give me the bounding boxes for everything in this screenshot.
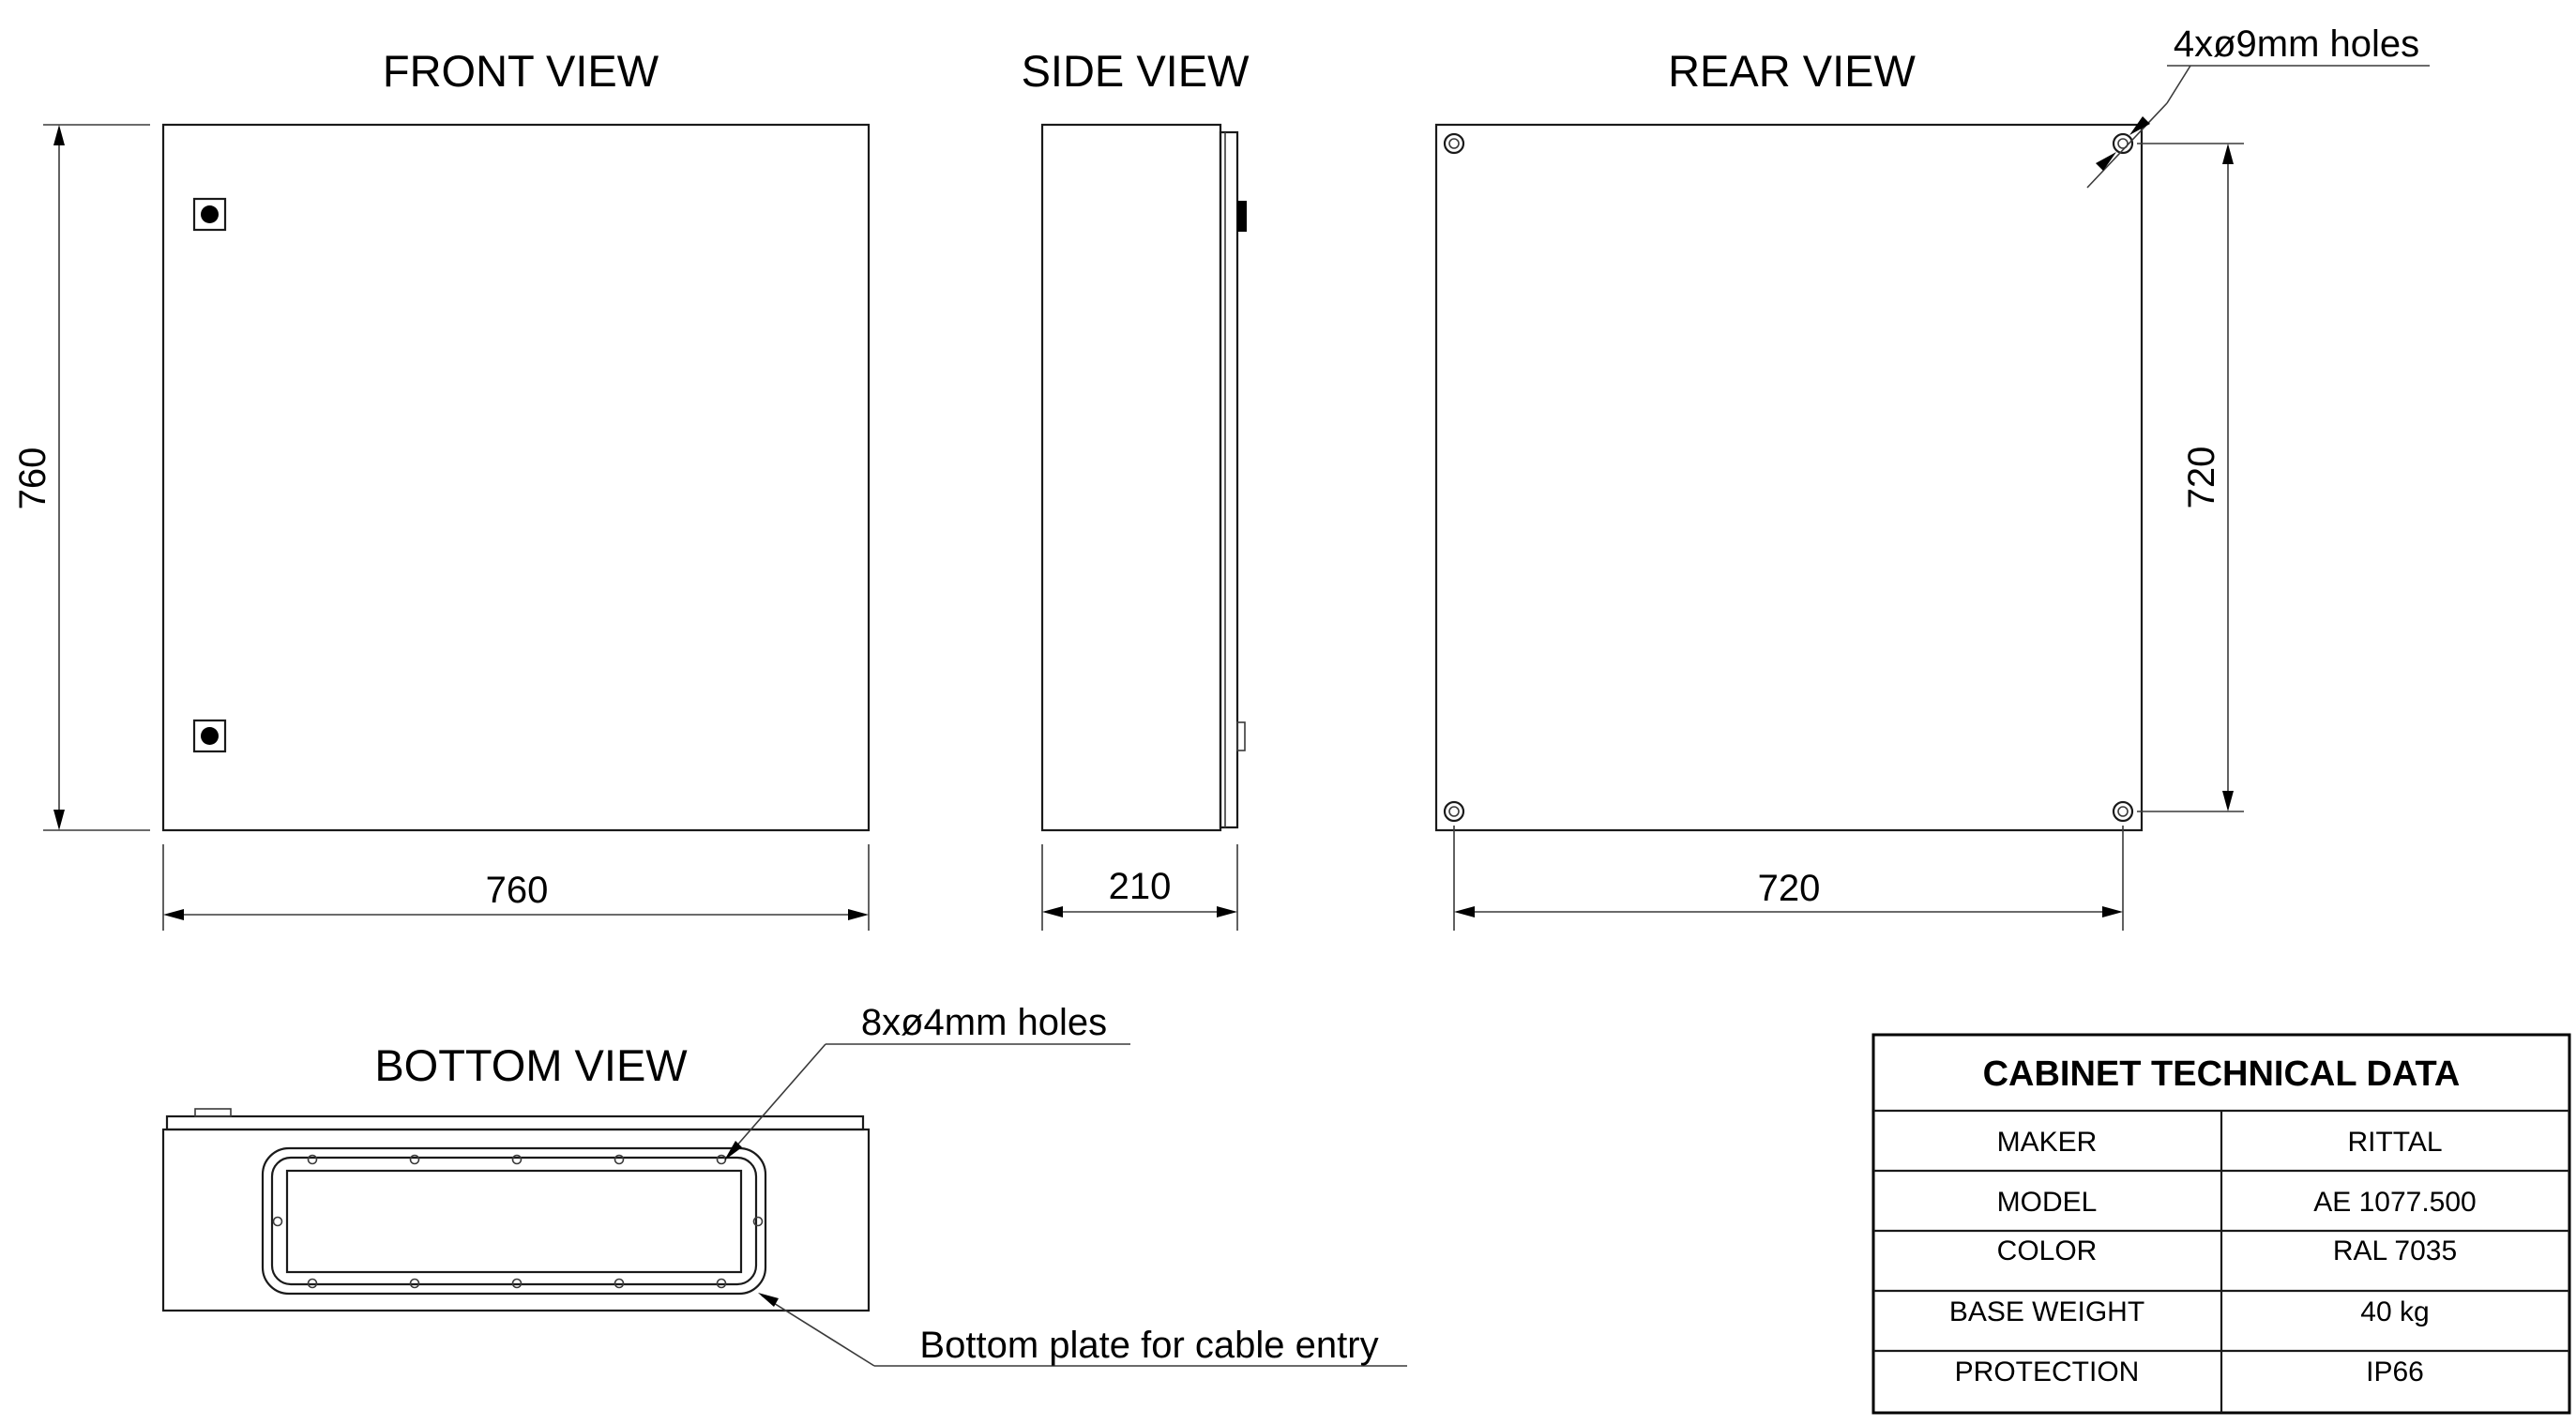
bottom-view: BOTTOM VIEW 8xø4mm [161, 1002, 1407, 1367]
rear-panel-outline [1434, 123, 2144, 832]
front-height-dimension: 760 [12, 124, 150, 831]
front-width-dimension: 760 [162, 844, 870, 931]
bottom-plate-opening [285, 1169, 743, 1274]
table-label-maker: MAKER [1997, 1127, 2098, 1158]
bottom-plate-note: Bottom plate for cable entry [919, 1325, 1378, 1366]
bottom-holes-note: 8xø4mm holes [861, 1002, 1107, 1043]
rear-hole-top-right-icon [2112, 132, 2134, 155]
front-view: FRONT VIEW 760 760 [12, 46, 871, 931]
front-height-label: 760 [12, 447, 53, 510]
rear-vertical-label: 720 [2181, 447, 2222, 509]
bottom-view-title: BOTTOM VIEW [374, 1040, 688, 1090]
rear-holes-note: 4xø9mm holes [2174, 23, 2419, 65]
bottom-hinge-icon [194, 1108, 232, 1117]
bottom-plate-outer [261, 1146, 767, 1296]
side-depth-label: 210 [1109, 866, 1172, 907]
bottom-body-outline [161, 1128, 871, 1312]
front-view-title: FRONT VIEW [383, 46, 659, 96]
rear-vertical-dimension: 720 [2137, 143, 2244, 812]
front-door-outline [161, 123, 871, 832]
bottom-holes-leader: 8xø4mm holes [724, 1002, 1130, 1160]
rear-hole-bottom-left-icon [1443, 800, 1465, 823]
rear-view: REAR VIEW 4xø9mm holes [1434, 23, 2430, 931]
side-view: SIDE VIEW 210 [1022, 46, 1250, 931]
rear-horizontal-dimension: 720 [1453, 826, 2124, 931]
technical-data-table: CABINET TECHNICAL DATA MAKER RITTAL MODE… [1871, 1033, 2571, 1415]
side-hinge-icon [1236, 721, 1246, 751]
side-handle-icon [1237, 201, 1247, 232]
table-label-color: COLOR [1997, 1236, 2098, 1266]
front-lock-bottom-icon [192, 719, 227, 753]
table-value-color: RAL 7035 [2333, 1236, 2457, 1266]
front-lock-top-icon [192, 197, 227, 232]
bottom-plate-leader: Bottom plate for cable entry [758, 1293, 1407, 1367]
table-value-base-weight: 40 kg [2360, 1296, 2429, 1327]
table-label-model: MODEL [1997, 1187, 2098, 1218]
rear-hole-bottom-right-icon [2112, 800, 2134, 823]
rear-hole-top-left-icon [1443, 132, 1465, 155]
side-door-outline [1219, 130, 1239, 829]
rear-horizontal-label: 720 [1758, 868, 1821, 909]
table-label-base-weight: BASE WEIGHT [1949, 1296, 2144, 1327]
rear-view-title: REAR VIEW [1668, 46, 1916, 96]
bottom-plate-holes [272, 1154, 764, 1289]
table-title: CABINET TECHNICAL DATA [1983, 1054, 2461, 1094]
side-depth-dimension: 210 [1041, 844, 1238, 931]
table-value-maker: RITTAL [2347, 1127, 2442, 1158]
table-label-protection: PROTECTION [1955, 1357, 2140, 1387]
bottom-door-lip [165, 1114, 865, 1131]
rear-holes-leader: 4xø9mm holes [2086, 23, 2430, 189]
table-value-protection: IP66 [2366, 1357, 2424, 1387]
front-width-label: 760 [486, 870, 549, 911]
side-body-outline [1040, 123, 1222, 832]
table-value-model: AE 1077.500 [2313, 1187, 2476, 1218]
side-view-title: SIDE VIEW [1022, 46, 1250, 96]
bottom-plate-inner [270, 1156, 758, 1286]
